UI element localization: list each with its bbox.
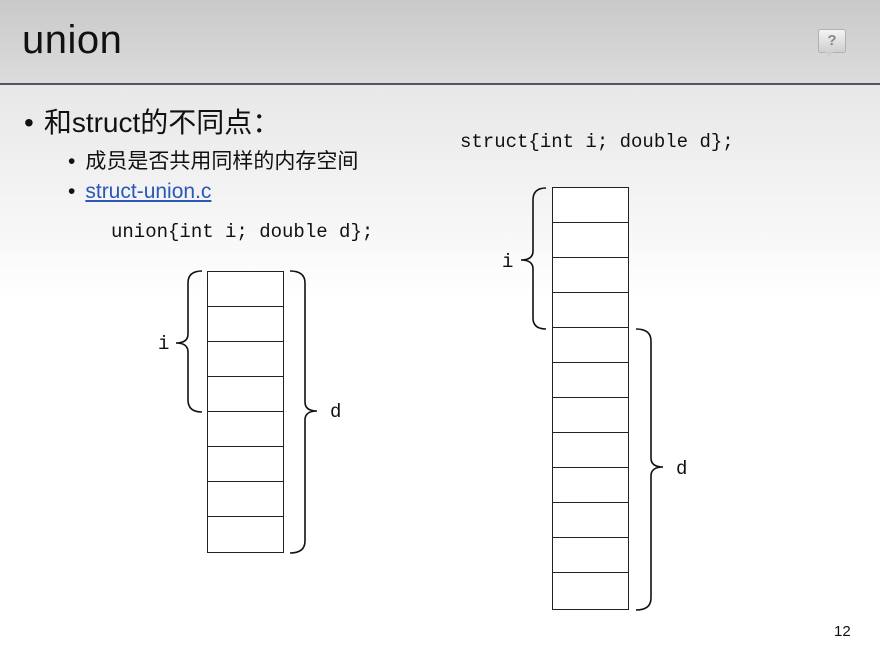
bullet-dot: • bbox=[68, 180, 76, 203]
union-memory-cell bbox=[207, 411, 284, 447]
struct-memory-cell bbox=[552, 397, 629, 433]
struct-memory-cell bbox=[552, 537, 629, 573]
struct-memory-cell bbox=[552, 467, 629, 503]
struct-memory-cell bbox=[552, 432, 629, 468]
struct-code: struct{int i; double d}; bbox=[460, 131, 734, 153]
bullet-dot: • bbox=[68, 150, 76, 173]
union-memory-cell bbox=[207, 516, 284, 553]
union-i-brace bbox=[175, 270, 203, 413]
struct-d-label: d bbox=[676, 458, 688, 480]
struct-i-label: i bbox=[502, 251, 514, 273]
help-icon[interactable]: ? bbox=[818, 29, 846, 58]
struct-union-link[interactable]: struct-union.c bbox=[85, 180, 212, 203]
title-bar: union ? bbox=[0, 0, 880, 85]
union-i-label: i bbox=[158, 333, 170, 355]
sub-bullet-1: • 成员是否共用同样的内存空间 bbox=[68, 145, 358, 175]
slide-title: union bbox=[22, 18, 123, 62]
struct-memory-cell bbox=[552, 572, 629, 610]
union-code: union{int i; double d}; bbox=[111, 221, 374, 243]
sub-bullet-text: 成员是否共用同样的内存空间 bbox=[85, 150, 359, 173]
struct-d-brace bbox=[635, 328, 664, 611]
main-bullet-text: 和struct的不同点： bbox=[43, 107, 281, 138]
struct-memory-cell bbox=[552, 187, 629, 223]
union-memory-cell bbox=[207, 376, 284, 412]
page-number: 12 bbox=[834, 623, 851, 640]
struct-memory-cell bbox=[552, 222, 629, 258]
main-bullet: • 和struct的不同点： bbox=[24, 101, 280, 141]
union-d-label: d bbox=[330, 401, 342, 423]
union-memory-cell bbox=[207, 481, 284, 517]
struct-memory-cell bbox=[552, 327, 629, 363]
bullet-dot: • bbox=[24, 107, 34, 138]
sub-bullet-2: • struct-union.c bbox=[68, 180, 211, 204]
union-d-brace bbox=[289, 270, 318, 554]
struct-i-brace bbox=[520, 187, 547, 330]
union-memory-cell bbox=[207, 306, 284, 342]
